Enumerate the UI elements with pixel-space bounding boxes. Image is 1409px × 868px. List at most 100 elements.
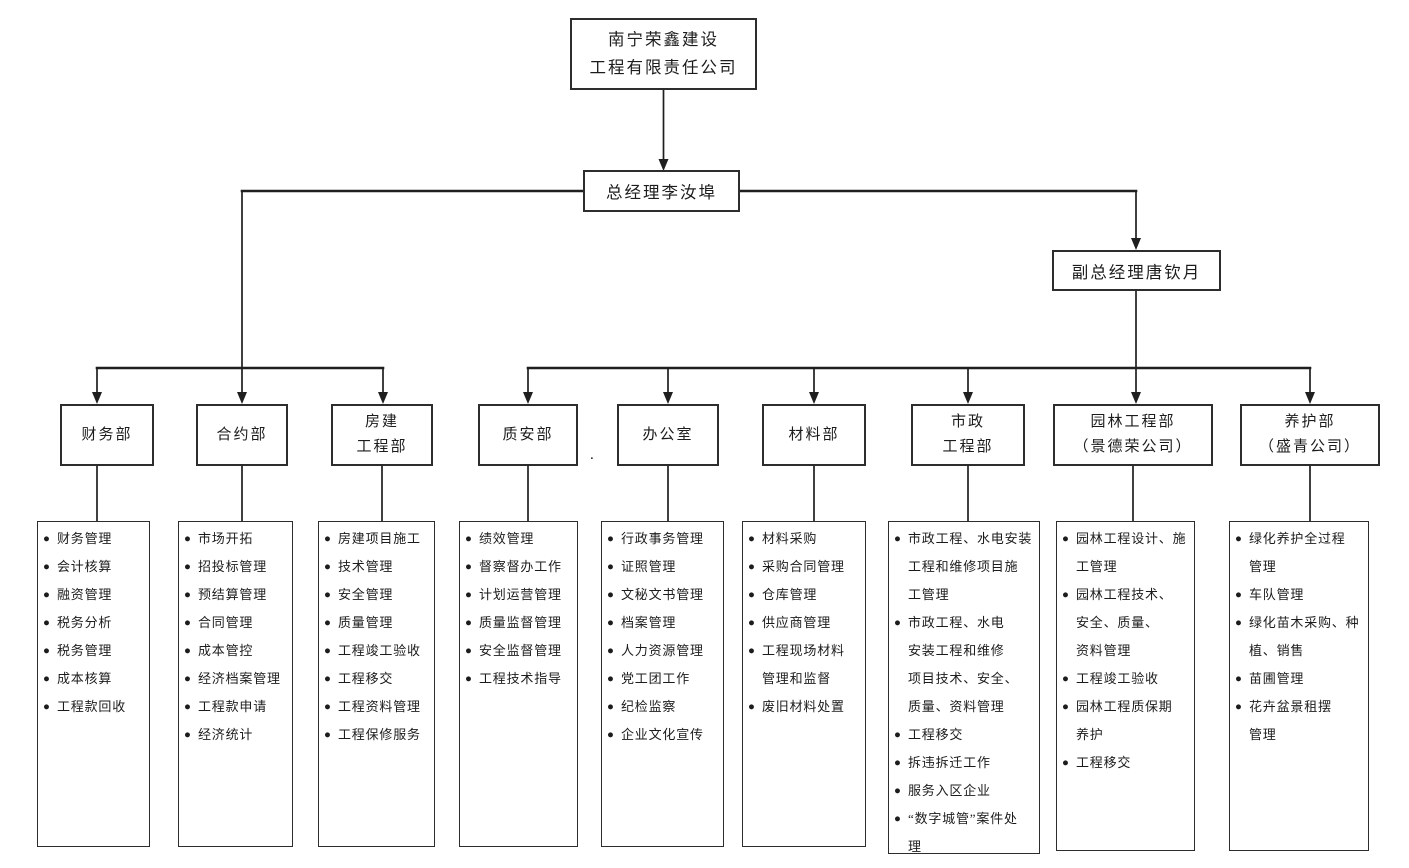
- duty-list-materials: ●材料采购 ●采购合同管理 ●仓库管理 ●供应商管理 ●工程现场材料 管理和监督…: [742, 521, 866, 847]
- duty-item: ●工程竣工验收: [324, 637, 433, 665]
- bullet-icon: ●: [184, 617, 191, 629]
- duty-item: ●房建项目施工: [324, 525, 433, 553]
- bullet-icon: ●: [1235, 701, 1242, 713]
- dept-box-quality-safety: 质安部: [478, 404, 578, 466]
- bullet-icon: ●: [748, 617, 755, 629]
- duty-item: ●采购合同管理: [748, 553, 864, 581]
- bullet-icon: ●: [607, 561, 614, 573]
- bullet-icon: ●: [43, 673, 50, 685]
- bullet-icon: ●: [43, 533, 50, 545]
- duty-item: ●企业文化宣传: [607, 721, 722, 749]
- duty-item: ●融资管理: [43, 581, 148, 609]
- bullet-icon: ●: [324, 673, 331, 685]
- bullet-icon: ●: [465, 673, 472, 685]
- duty-item: ●证照管理: [607, 553, 722, 581]
- duty-item: ●园林工程质保期 养护: [1062, 693, 1193, 749]
- bullet-icon: ●: [184, 645, 191, 657]
- deputy-manager-box: 副总经理唐钦月: [1052, 250, 1221, 291]
- duty-item: ●工程款申请: [184, 693, 291, 721]
- bullet-icon: ●: [748, 561, 755, 573]
- duty-list-office: ●行政事务管理 ●证照管理 ●文秘文书管理 ●档案管理 ●人力资源管理 ●党工团…: [601, 521, 724, 847]
- bullet-icon: ●: [324, 533, 331, 545]
- duty-item: ●市政工程、水电安装 工程和维修项目施 工管理: [894, 525, 1038, 609]
- duty-item: ●成本核算: [43, 665, 148, 693]
- duty-item: ●安全监督管理: [465, 637, 576, 665]
- duty-item: ●文秘文书管理: [607, 581, 722, 609]
- duty-item: ●供应商管理: [748, 609, 864, 637]
- bullet-icon: ●: [184, 701, 191, 713]
- dept-box-materials: 材料部: [762, 404, 866, 466]
- bullet-icon: ●: [324, 645, 331, 657]
- bullet-icon: ●: [607, 701, 614, 713]
- duty-list-building-engineering: ●房建项目施工 ●技术管理 ●安全管理 ●质量管理 ●工程竣工验收 ●工程移交 …: [318, 521, 435, 847]
- bullet-icon: ●: [184, 589, 191, 601]
- bullet-icon: ●: [607, 589, 614, 601]
- duty-item: ●会计核算: [43, 553, 148, 581]
- duty-item: ●成本管控: [184, 637, 291, 665]
- duty-item: ●质量管理: [324, 609, 433, 637]
- bullet-icon: ●: [465, 533, 472, 545]
- dept-box-contracts: 合约部: [196, 404, 288, 466]
- duty-item: ●质量监督管理: [465, 609, 576, 637]
- bullet-icon: ●: [1062, 701, 1069, 713]
- bullet-icon: ●: [1235, 589, 1242, 601]
- duty-item: ●废旧材料处置: [748, 693, 864, 721]
- bullet-icon: ●: [607, 645, 614, 657]
- duty-item: ●工程竣工验收: [1062, 665, 1193, 693]
- bullet-icon: ●: [43, 589, 50, 601]
- bullet-icon: ●: [894, 617, 901, 629]
- duty-item: ●工程现场材料 管理和监督: [748, 637, 864, 693]
- duty-list-maintenance: ●绿化养护全过程 管理 ●车队管理 ●绿化苗木采购、种 植、销售 ●苗圃管理 ●…: [1229, 521, 1369, 851]
- duty-item: ●工程移交: [894, 721, 1038, 749]
- duty-item: ●园林工程技术、 安全、质量、 资料管理: [1062, 581, 1193, 665]
- bullet-icon: ●: [1062, 673, 1069, 685]
- bullet-icon: ●: [748, 701, 755, 713]
- duty-item: ●行政事务管理: [607, 525, 722, 553]
- duty-item: ●工程技术指导: [465, 665, 576, 693]
- duty-item: ●苗圃管理: [1235, 665, 1367, 693]
- bullet-icon: ●: [1235, 673, 1242, 685]
- bullet-icon: ●: [324, 729, 331, 741]
- duty-item: ●人力资源管理: [607, 637, 722, 665]
- bullet-icon: ●: [43, 645, 50, 657]
- bullet-icon: ●: [1235, 533, 1242, 545]
- duty-item: ●经济档案管理: [184, 665, 291, 693]
- bullet-icon: ●: [607, 729, 614, 741]
- bullet-icon: ●: [465, 561, 472, 573]
- duty-item: ●服务入区企业: [894, 777, 1038, 805]
- duty-item: ●督察督办工作: [465, 553, 576, 581]
- duty-item: ●工程资料管理: [324, 693, 433, 721]
- bullet-icon: ●: [607, 617, 614, 629]
- bullet-icon: ●: [184, 729, 191, 741]
- bullet-icon: ●: [184, 561, 191, 573]
- bullet-icon: ●: [1235, 617, 1242, 629]
- duty-item: ●工程移交: [324, 665, 433, 693]
- bullet-icon: ●: [1062, 533, 1069, 545]
- duty-item: ●税务管理: [43, 637, 148, 665]
- bullet-icon: ●: [184, 533, 191, 545]
- bullet-icon: ●: [1062, 757, 1069, 769]
- duty-item: ●“数字城管”案件处 理: [894, 805, 1038, 861]
- dept-box-maintenance: 养护部 （盛青公司）: [1240, 404, 1380, 466]
- bullet-icon: ●: [607, 533, 614, 545]
- duty-item: ●材料采购: [748, 525, 864, 553]
- duty-item: ●安全管理: [324, 581, 433, 609]
- duty-item: ●工程保修服务: [324, 721, 433, 749]
- duty-item: ●市政工程、水电 安装工程和维修 项目技术、安全、 质量、资料管理: [894, 609, 1038, 721]
- bullet-icon: ●: [324, 589, 331, 601]
- duty-item: ●党工团工作: [607, 665, 722, 693]
- dept-box-finance: 财务部: [60, 404, 154, 466]
- company-name-box: 南宁荣鑫建设 工程有限责任公司: [570, 18, 757, 90]
- bullet-icon: ●: [894, 533, 901, 545]
- duty-item: ●招投标管理: [184, 553, 291, 581]
- dept-box-municipal-engineering: 市政 工程部: [911, 404, 1025, 466]
- bullet-icon: ●: [748, 645, 755, 657]
- bullet-icon: ●: [607, 673, 614, 685]
- duty-item: ●纪检监察: [607, 693, 722, 721]
- duty-item: ●绿化养护全过程 管理: [1235, 525, 1367, 581]
- dept-box-office: 办公室: [617, 404, 719, 466]
- duty-list-municipal-engineering: ●市政工程、水电安装 工程和维修项目施 工管理 ●市政工程、水电 安装工程和维修…: [888, 521, 1040, 854]
- duty-item: ●税务分析: [43, 609, 148, 637]
- duty-item: ●拆违拆迁工作: [894, 749, 1038, 777]
